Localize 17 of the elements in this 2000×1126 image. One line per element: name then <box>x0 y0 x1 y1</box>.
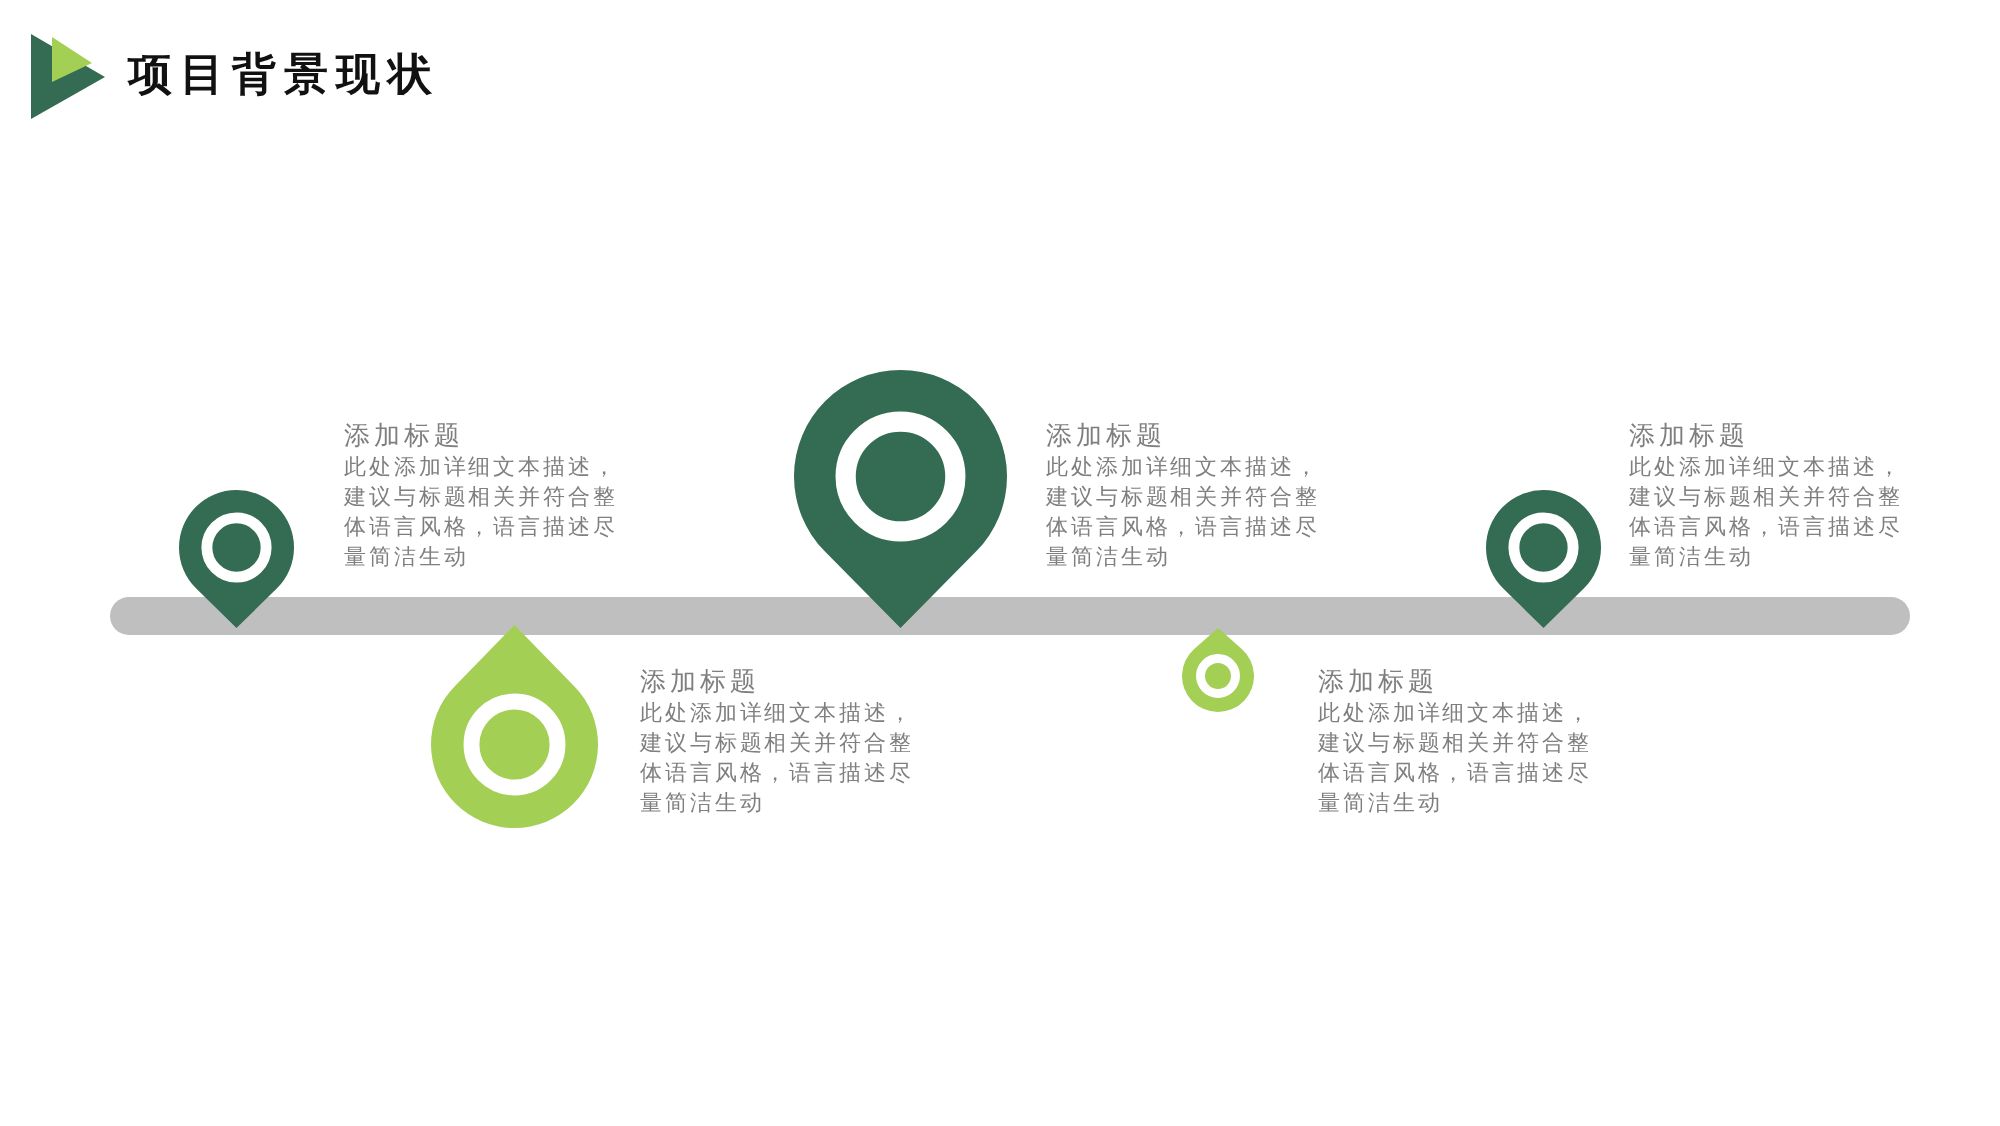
drop-marker-icon <box>430 625 598 828</box>
item-heading: 添加标题 <box>1629 419 1749 452</box>
item-heading: 添加标题 <box>640 665 760 698</box>
drop-marker-icon <box>1182 628 1254 712</box>
map-pin-icon <box>793 370 1007 628</box>
slide-title: 项目背景现状 <box>128 47 440 101</box>
description-text: 此处添加详细文本描述，建议与标题相关并符合整体语言风格，语言描述尽量简洁生动 <box>1318 699 1593 817</box>
item-heading: 添加标题 <box>1318 665 1438 698</box>
timeline-bar <box>110 597 1910 635</box>
description-text: 此处添加详细文本描述，建议与标题相关并符合整体语言风格，语言描述尽量简洁生动 <box>1629 453 1904 571</box>
description-text: 此处添加详细文本描述，建议与标题相关并符合整体语言风格，语言描述尽量简洁生动 <box>1046 453 1321 571</box>
item-heading: 添加标题 <box>344 419 464 452</box>
map-pin-icon <box>1485 490 1601 628</box>
description-text: 此处添加详细文本描述，建议与标题相关并符合整体语言风格，语言描述尽量简洁生动 <box>640 699 915 817</box>
map-pin-icon <box>178 490 294 628</box>
description-text: 此处添加详细文本描述，建议与标题相关并符合整体语言风格，语言描述尽量简洁生动 <box>344 453 619 571</box>
item-heading: 添加标题 <box>1046 419 1166 452</box>
